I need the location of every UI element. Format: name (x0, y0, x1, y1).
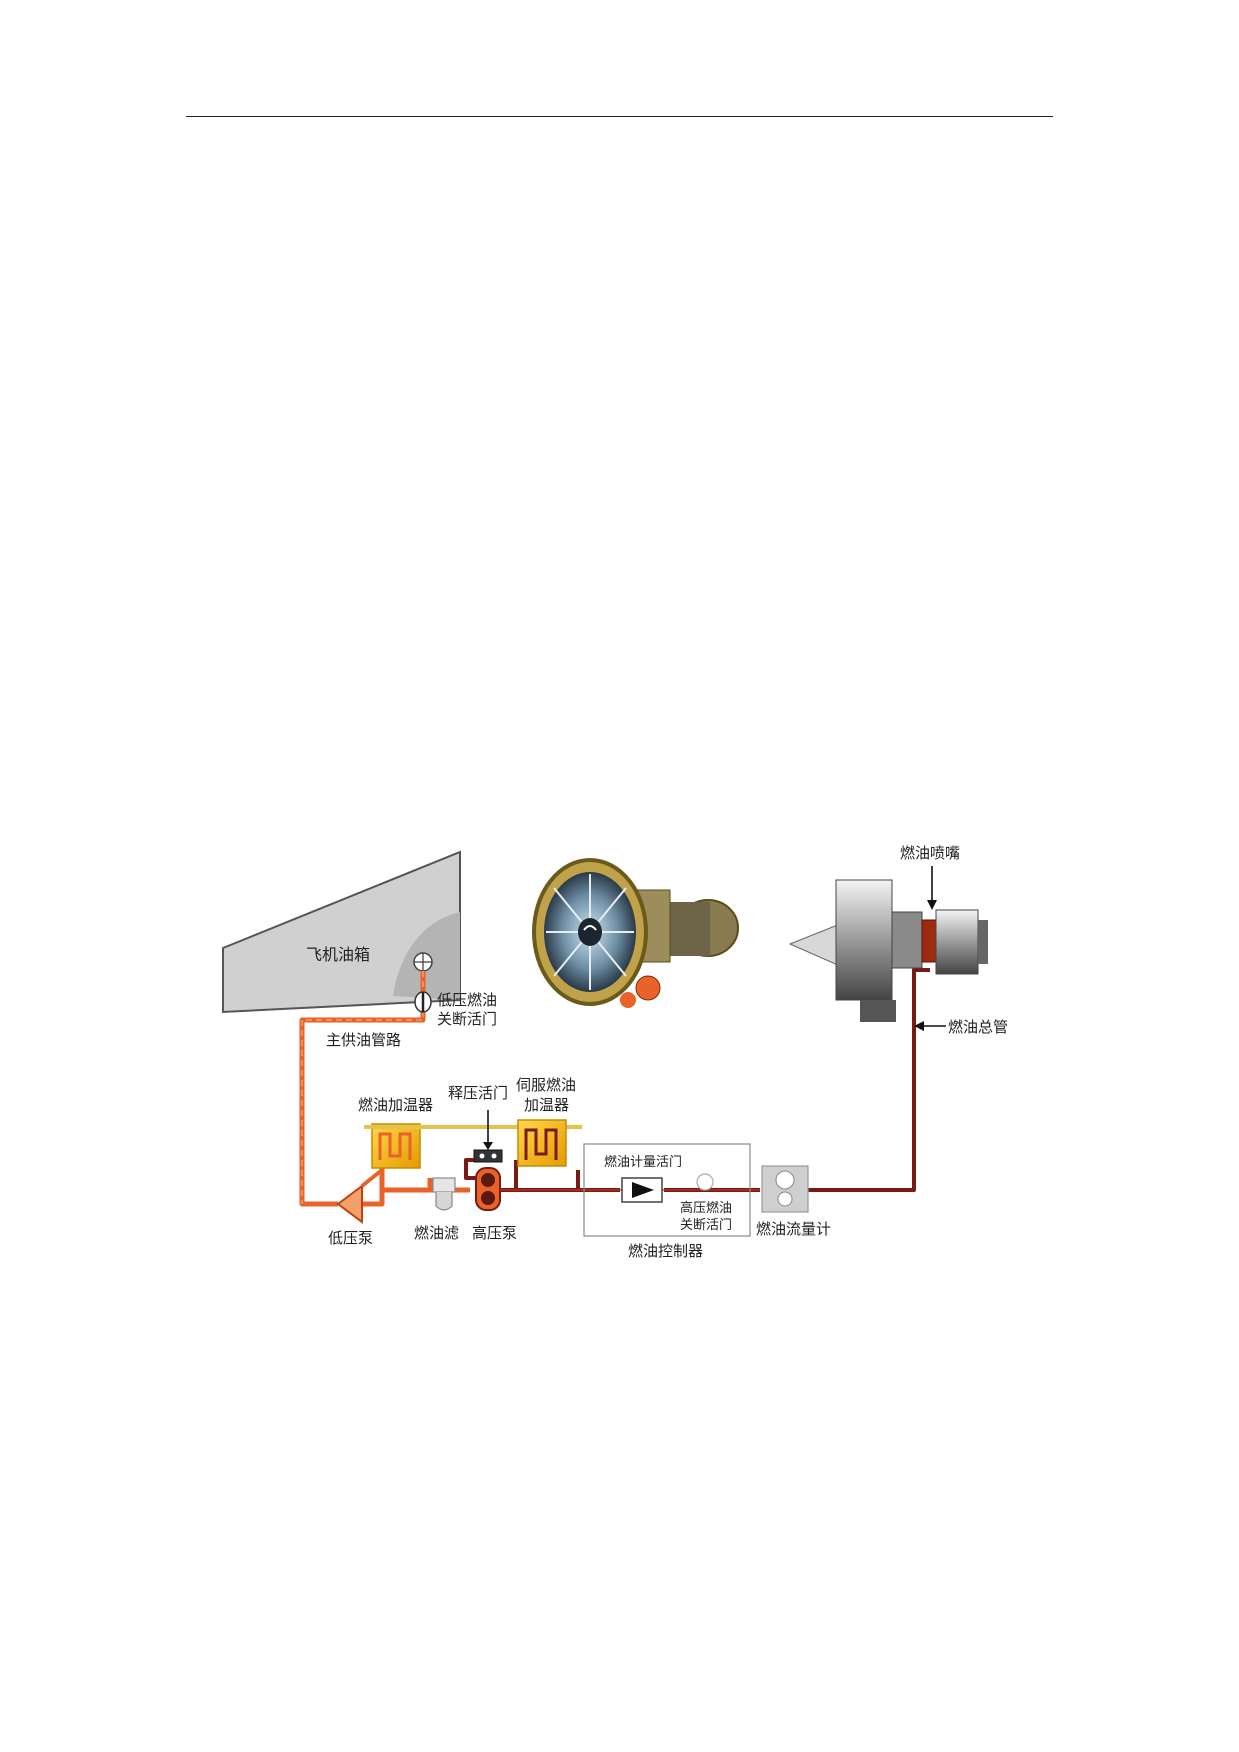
main-supply-line-label: 主供油管路 (326, 1031, 401, 1049)
lp-shutoff-valve-label-1: 低压燃油 (437, 991, 497, 1009)
heater-rail (364, 1125, 582, 1129)
relief-valve-label: 释压活门 (448, 1084, 508, 1102)
fuel-filter-icon (432, 1177, 456, 1211)
hp-shutoff-valve-label-2: 关断活门 (680, 1218, 732, 1233)
servo-fuel-heater-label-1: 伺服燃油 (516, 1076, 576, 1094)
lp-shutoff-valve-icon (414, 991, 432, 1013)
turbofan-engine-illustration (532, 858, 739, 1008)
page-top-rule (186, 116, 1053, 117)
fuel-heater-label: 燃油加温器 (358, 1096, 433, 1114)
fuel-heater-icon (371, 1123, 421, 1169)
metering-valve-label: 燃油计量活门 (604, 1154, 682, 1170)
relief-valve-icon (473, 1110, 503, 1163)
tank-outlet-icon (413, 952, 433, 972)
lp-pump-icon (336, 1168, 384, 1224)
engine-cutaway-illustration (788, 879, 988, 1022)
metering-valve-icon (621, 1177, 663, 1203)
fuel-flow-meter-label: 燃油流量计 (756, 1220, 831, 1238)
aircraft-fuel-tank: 飞机油箱 (222, 850, 461, 1014)
fuel-nozzle-label: 燃油喷嘴 (900, 844, 960, 862)
servo-fuel-heater-label-2: 加温器 (524, 1096, 569, 1114)
fuel-filter-label: 燃油滤 (414, 1224, 459, 1242)
tank-label: 飞机油箱 (306, 945, 370, 964)
hp-pump-label: 高压泵 (472, 1224, 517, 1242)
hp-shutoff-valve-icon (696, 1173, 714, 1191)
hp-pump-icon (475, 1167, 501, 1211)
fuel-control-unit-label: 燃油控制器 (628, 1242, 703, 1260)
fuel-manifold-label: 燃油总管 (948, 1018, 1008, 1036)
lp-shutoff-valve-label-2: 关断活门 (437, 1010, 497, 1028)
fuel-nozzle-arrow-icon (927, 866, 937, 910)
lp-pump-label: 低压泵 (328, 1229, 373, 1247)
fuel-flow-meter-icon (761, 1165, 809, 1213)
fuel-manifold-arrow-icon (914, 1021, 946, 1031)
fuel-control-unit-box (583, 1143, 751, 1237)
hp-shutoff-valve-label-1: 高压燃油 (680, 1200, 732, 1216)
servo-fuel-heater-icon (517, 1119, 567, 1167)
